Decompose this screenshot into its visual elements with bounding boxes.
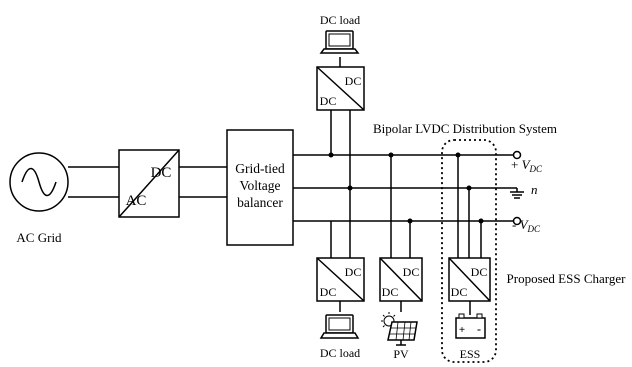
dcdc-converter-dcload-bottom — [316, 257, 365, 302]
dcdc-ess-lower-label: DC — [451, 285, 468, 299]
ess-label: ESS — [460, 347, 481, 361]
ac-grid-source — [9, 152, 69, 212]
balancer-line-1: Grid-tied — [235, 161, 285, 176]
battery-icon — [455, 313, 486, 339]
battery-minus-sign: - — [477, 322, 481, 336]
ground-icon — [510, 187, 524, 199]
dcdc-pv-upper-label: DC — [403, 265, 420, 279]
positive-bus-label: + VDC — [511, 157, 543, 174]
balancer-line-3: balancer — [237, 195, 283, 210]
dcdc-load-upper-label: DC — [345, 265, 362, 279]
ac-dc-converter — [118, 149, 180, 218]
ess-charger-label: Proposed ESS Charger — [507, 271, 627, 286]
dcdc-top-upper-label: DC — [345, 74, 362, 88]
dcdc-top-lower-label: DC — [320, 94, 337, 108]
balancer-line-2: Voltage — [240, 178, 281, 193]
ac-dc-converter-ac-label: AC — [126, 193, 147, 209]
voltage-balancer-box — [226, 129, 294, 246]
dcdc-converter-pv — [379, 257, 423, 302]
negative-bus-label: - VDC — [512, 217, 541, 234]
junction-dots — [328, 152, 484, 224]
battery-plus-sign: + — [459, 324, 465, 336]
pv-label: PV — [393, 347, 409, 361]
dcdc-pv-lower-label: DC — [382, 285, 399, 299]
dcdc-converter-top — [316, 66, 365, 111]
dc-load-top-label: DC load — [320, 13, 360, 27]
dcdc-converter-ess — [448, 257, 491, 302]
positive-terminal — [512, 150, 522, 160]
neutral-bus-label: n — [531, 182, 538, 197]
dcdc-load-lower-label: DC — [320, 285, 337, 299]
laptop-icon-top — [319, 30, 360, 54]
dcdc-ess-upper-label: DC — [471, 265, 488, 279]
ess-charger-boundary — [441, 139, 497, 363]
sine-wave-icon — [21, 167, 57, 197]
negative-terminal — [512, 216, 522, 226]
solar-panel-icon — [381, 312, 418, 346]
ac-dc-converter-dc-label: DC — [151, 165, 172, 181]
laptop-icon-bottom — [319, 314, 360, 339]
system-title: Bipolar LVDC Distribution System — [373, 121, 557, 136]
dc-load-bottom-label: DC load — [320, 346, 360, 360]
ac-grid-label: AC Grid — [16, 230, 62, 245]
